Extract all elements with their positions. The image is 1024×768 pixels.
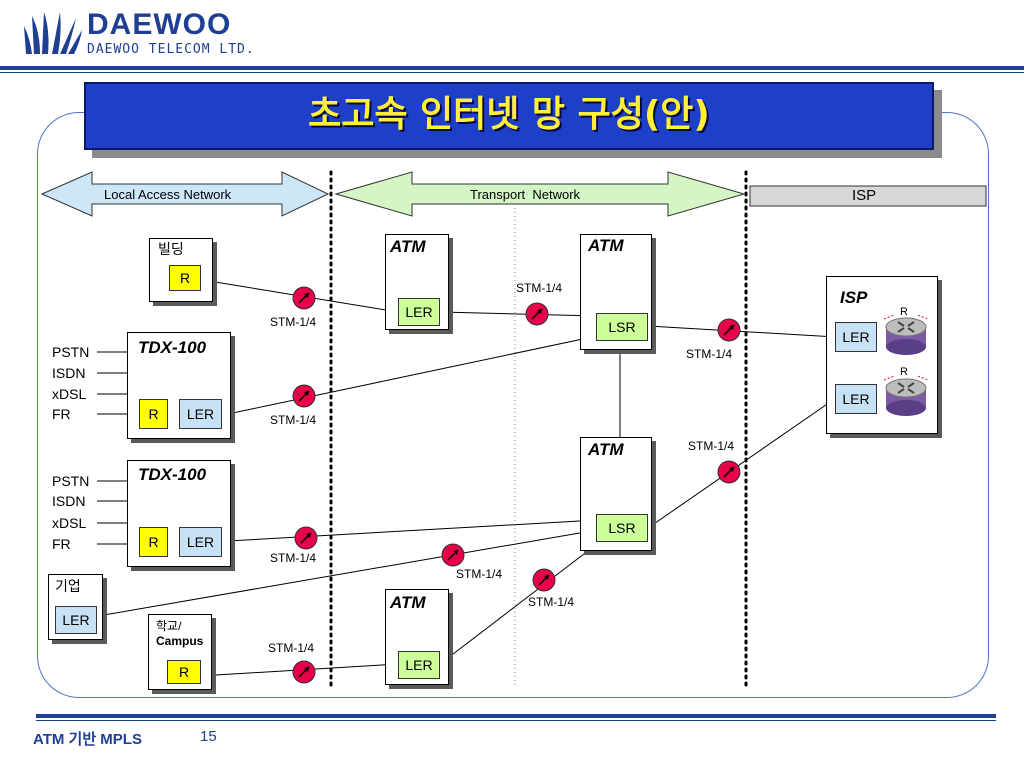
isp-bar-label: ISP (852, 187, 877, 204)
tdx-lower-router: R (139, 527, 168, 557)
transport-network-label: Transport Network (470, 187, 581, 202)
tdx-upper-ler: LER (179, 399, 222, 429)
campus-label-line1: 학교/ (156, 619, 182, 633)
isp-box-label: ISP (840, 288, 868, 307)
tdx-lower-label: TDX-100 (138, 465, 207, 484)
footer-rule-thin (36, 720, 996, 721)
campus-router: R (167, 660, 201, 684)
isp-router-2-label: R (900, 366, 908, 378)
link-marker-icon (292, 286, 316, 310)
local-access-network-label: Local Access Network (104, 187, 232, 202)
page-number: 15 (200, 728, 217, 745)
link-label-tdx-lower: STM-1/4 (270, 551, 317, 565)
lower-input-fr: FR (52, 536, 71, 552)
footer-rule-thick (36, 714, 996, 718)
link-label-atm-bottom: STM-1/4 (528, 595, 575, 609)
isp-ler-1: LER (835, 322, 877, 352)
upper-input-xdsl: xDSL (52, 386, 87, 402)
link-marker-icon (441, 543, 465, 567)
atm-bottom-left-box: LER (385, 589, 449, 685)
transport-arrow (334, 171, 746, 217)
atm-mid-center-label: ATM (588, 440, 624, 459)
link-label-tdx-upper: STM-1/4 (270, 413, 317, 427)
atm-mid-center-box: LSR (580, 437, 652, 551)
isp-ler-2: LER (835, 384, 877, 414)
header-rule-thin (0, 72, 1024, 73)
link-marker-icon (717, 460, 741, 484)
link-label-campus: STM-1/4 (268, 641, 315, 655)
page-title: 초고속 인터넷 망 구성(안) (308, 94, 710, 135)
atm-top-center-lsr: LSR (596, 313, 648, 341)
link-label-building: STM-1/4 (270, 315, 317, 329)
enterprise-label: 기업 (55, 578, 81, 594)
tdx-100-upper-box: R LER (127, 332, 231, 439)
tdx-upper-label: TDX-100 (138, 338, 207, 357)
link-marker-icon (525, 302, 549, 326)
daewoo-fan-icon (24, 12, 82, 54)
campus-box: R (148, 614, 212, 690)
link-marker-icon (532, 568, 556, 592)
atm-top-center-box: LSR (580, 234, 652, 350)
upper-input-fr: FR (52, 406, 71, 422)
lower-input-xdsl: xDSL (52, 515, 87, 531)
building-label: 빌딩 (158, 241, 184, 257)
router-cylinder-icon (884, 376, 928, 416)
atm-bottom-left-label: ATM (390, 593, 426, 612)
tdx-upper-router: R (139, 399, 168, 429)
tdx-100-lower-box: R LER (127, 460, 231, 567)
campus-label-line2: Campus (156, 634, 204, 648)
atm-top-center-label: ATM (588, 236, 624, 255)
atm-top-left-ler: LER (398, 298, 440, 326)
header-rule-thick (0, 66, 1024, 70)
link-label-lsr2-isp: STM-1/4 (688, 439, 735, 453)
link-marker-icon (292, 384, 316, 408)
logo-subtitle: DAEWOO TELECOM LTD. (87, 42, 255, 57)
link-marker-icon (717, 318, 741, 342)
atm-top-left-box: LER (385, 234, 449, 330)
link-label-enterprise: STM-1/4 (456, 567, 503, 581)
atm-mid-center-lsr: LSR (596, 514, 648, 542)
tdx-lower-ler: LER (179, 527, 222, 557)
lower-input-pstn: PSTN (52, 473, 90, 489)
logo-text: DAEWOO (87, 8, 232, 41)
link-marker-icon (294, 526, 318, 550)
atm-top-left-label: ATM (390, 237, 426, 256)
building-box: R (149, 238, 213, 302)
link-label-lsr-isp: STM-1/4 (686, 347, 733, 361)
enterprise-ler: LER (55, 606, 97, 634)
atm-bottom-left-ler: LER (398, 651, 440, 679)
upper-input-isdn: ISDN (52, 365, 86, 381)
isp-bar (749, 185, 987, 207)
lower-input-isdn: ISDN (52, 493, 86, 509)
footer-title: ATM 기반 MPLS (33, 731, 142, 748)
enterprise-box: LER (48, 574, 103, 640)
building-router: R (169, 265, 201, 291)
link-label-ler-lsr: STM-1/4 (516, 281, 563, 295)
upper-input-pstn: PSTN (52, 344, 90, 360)
local-access-arrow (40, 171, 330, 217)
link-marker-icon (292, 660, 316, 684)
isp-router-1-label: R (900, 306, 908, 318)
title-banner (84, 82, 934, 150)
router-cylinder-icon (884, 315, 928, 355)
